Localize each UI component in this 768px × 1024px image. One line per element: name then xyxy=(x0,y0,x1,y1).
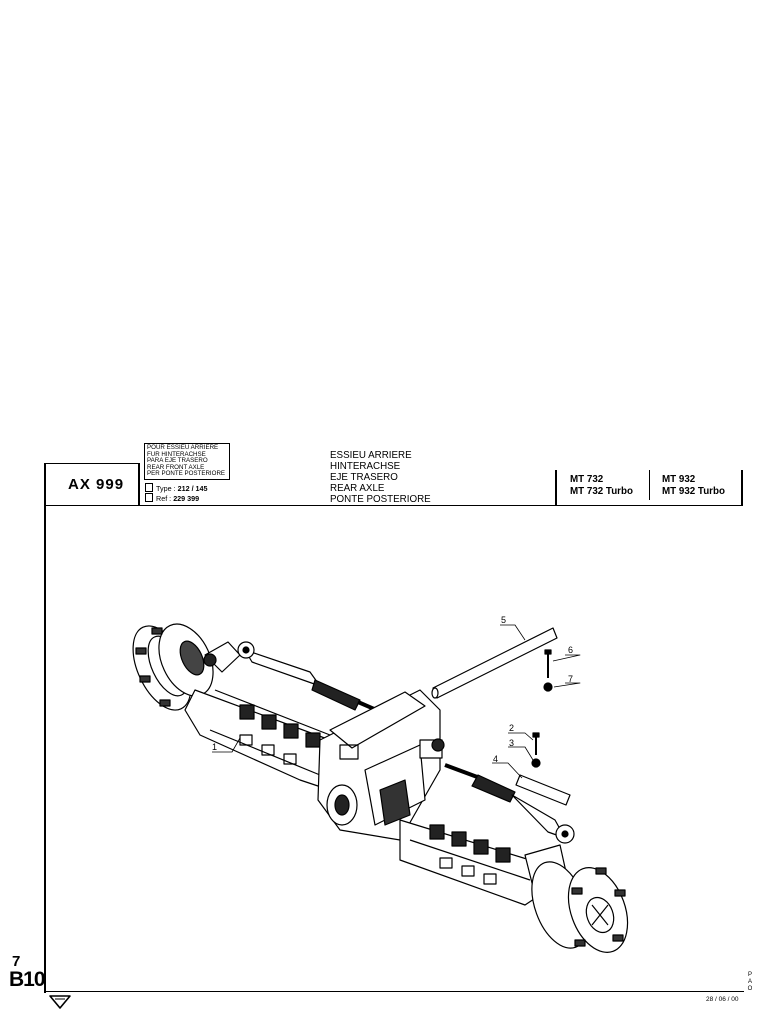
part-code: AX 999 xyxy=(68,476,125,493)
title-line: ESSIEU ARRIERE xyxy=(330,450,412,461)
arrow-down-icon xyxy=(49,995,71,1009)
title-line: REAR AXLE xyxy=(330,483,385,494)
callout-3: 3 xyxy=(509,738,515,748)
left-wheel-hub xyxy=(132,623,241,711)
ref-row: Ref : 229 399 xyxy=(145,493,208,503)
title-line: EJE TRASERO xyxy=(330,472,398,483)
pao-mark: P A O xyxy=(747,972,753,992)
nut-part-7 xyxy=(543,682,553,692)
applicability-line: REAR FRONT AXLE xyxy=(147,463,205,471)
frame-right-vertical xyxy=(741,470,743,506)
differential-housing xyxy=(317,689,445,841)
callout-4: 4 xyxy=(493,754,499,764)
models-right: MT 932 MT 932 Turbo xyxy=(662,474,725,497)
bolt-part-2 xyxy=(532,732,540,755)
right-wheel-hub xyxy=(524,844,629,953)
bolt-part-6 xyxy=(544,649,552,678)
page-number: 7 xyxy=(12,953,21,970)
section-code: B10 xyxy=(9,968,46,991)
right-tie-rod xyxy=(444,763,575,844)
frame-left-vertical xyxy=(44,463,46,993)
ref-value: 229 399 xyxy=(173,494,200,503)
callout-2: 2 xyxy=(509,723,515,733)
title-line: PONTE POSTERIORE xyxy=(330,494,431,505)
plate-part-4 xyxy=(515,774,571,806)
callout-1: 1 xyxy=(212,742,218,752)
frame-sep-2 xyxy=(555,470,557,505)
washer-part-3 xyxy=(531,758,541,768)
frame-sep-3 xyxy=(649,470,650,500)
type-value: 212 / 145 xyxy=(177,484,208,493)
applicability-line: FUR HINTERACHSE xyxy=(147,450,206,458)
checkbox-icon xyxy=(145,493,153,502)
frame-top-left xyxy=(44,463,140,464)
leader-lines xyxy=(212,624,581,779)
type-ref-block: Type : 212 / 145 Ref : 229 399 xyxy=(145,483,208,503)
title-block: ESSIEU ARRIERE HINTERACHSE EJE TRASERO R… xyxy=(330,450,431,505)
applicability-line: POUR ESSIEU ARRIERE xyxy=(147,444,219,451)
applicability-line: PER PONTE POSTERIORE xyxy=(147,470,226,478)
frame-bottom xyxy=(44,991,744,992)
callout-7: 7 xyxy=(568,674,574,684)
pin-part-5 xyxy=(431,627,558,699)
checkbox-icon xyxy=(145,483,153,492)
applicability-line: PARA EJE TRASERO xyxy=(147,457,208,465)
callout-6: 6 xyxy=(568,645,574,655)
type-row: Type : 212 / 145 xyxy=(145,483,208,493)
right-axle-arm xyxy=(399,819,541,906)
applicability-box: POUR ESSIEU ARRIERE FUR HINTERACHSE PARA… xyxy=(144,443,230,480)
left-axle-arm xyxy=(184,689,331,791)
models-left: MT 732 MT 732 Turbo xyxy=(570,474,633,497)
callout-5: 5 xyxy=(501,615,507,625)
title-line: HINTERACHSE xyxy=(330,461,401,472)
frame-header-bottom xyxy=(44,505,743,506)
left-tie-rod xyxy=(237,641,396,720)
revision-date: 28 / 06 / 00 xyxy=(706,996,739,1003)
frame-sep-1 xyxy=(138,463,140,505)
